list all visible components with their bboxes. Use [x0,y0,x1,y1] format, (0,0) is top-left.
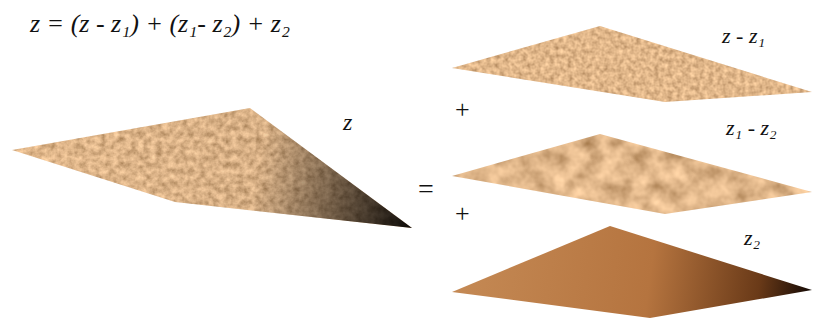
equation: z = (z - z₁) + (z₁- z₂) + z₂ [30,10,290,39]
plus-sign: + [455,96,470,125]
plus-sign: + [455,200,470,229]
component-label: z - z₁ [722,24,765,48]
component-label: z₂ [744,226,760,250]
component-label: z₁ - z₂ [726,116,777,140]
component-label: z [343,109,352,135]
equals-sign: = [418,174,434,205]
